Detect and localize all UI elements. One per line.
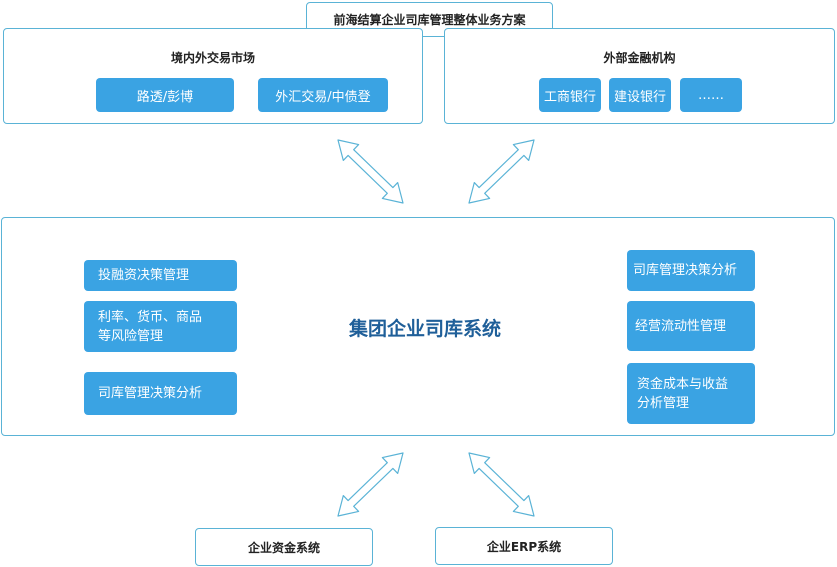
bank-ccb: 建设银行 xyxy=(609,78,671,112)
enterprise-fund-system-label: 企业资金系统 xyxy=(247,540,320,555)
finance-panel-title: 外部金融机构 xyxy=(603,51,676,65)
center-left-item-decision: 司库管理决策分析 xyxy=(84,372,237,415)
center-system-title: 集团企业司库系统 xyxy=(348,318,501,340)
arrow-top-left-double-icon xyxy=(337,139,404,204)
center-left-item-risk: 利率、货币、商品 等风险管理 xyxy=(84,301,237,352)
bank-icbc: 工商银行 xyxy=(539,78,601,112)
domestic-foreign-market-panel: 境内外交易市场 路透/彭博 外汇交易/中债登 xyxy=(3,28,423,124)
center-right-item-cost: 资金成本与收益 分析管理 xyxy=(627,363,755,424)
enterprise-erp-system-label: 企业ERP系统 xyxy=(486,539,562,554)
center-left-item-investment: 投融资决策管理 xyxy=(84,260,237,291)
enterprise-fund-system-box: 企业资金系统 xyxy=(195,528,373,566)
top-title: 前海结算企业司库管理整体业务方案 xyxy=(333,13,526,27)
external-finance-panel: 外部金融机构 工商银行 建设银行 …… xyxy=(444,28,835,124)
center-right-item-liquidity: 经营流动性管理 xyxy=(627,301,755,351)
market-panel-title: 境内外交易市场 xyxy=(170,51,255,65)
enterprise-erp-system-box: 企业ERP系统 xyxy=(435,527,613,565)
arrow-top-right-double-icon xyxy=(468,139,535,204)
center-right-item-decision: 司库管理决策分析 xyxy=(627,250,755,291)
arrow-bottom-right-double-icon xyxy=(468,452,535,517)
market-item-fx-trading: 外汇交易/中债登 xyxy=(258,78,388,112)
bank-more: …… xyxy=(680,78,742,112)
market-item-reuters: 路透/彭博 xyxy=(96,78,234,112)
arrow-bottom-left-double-icon xyxy=(337,452,404,517)
